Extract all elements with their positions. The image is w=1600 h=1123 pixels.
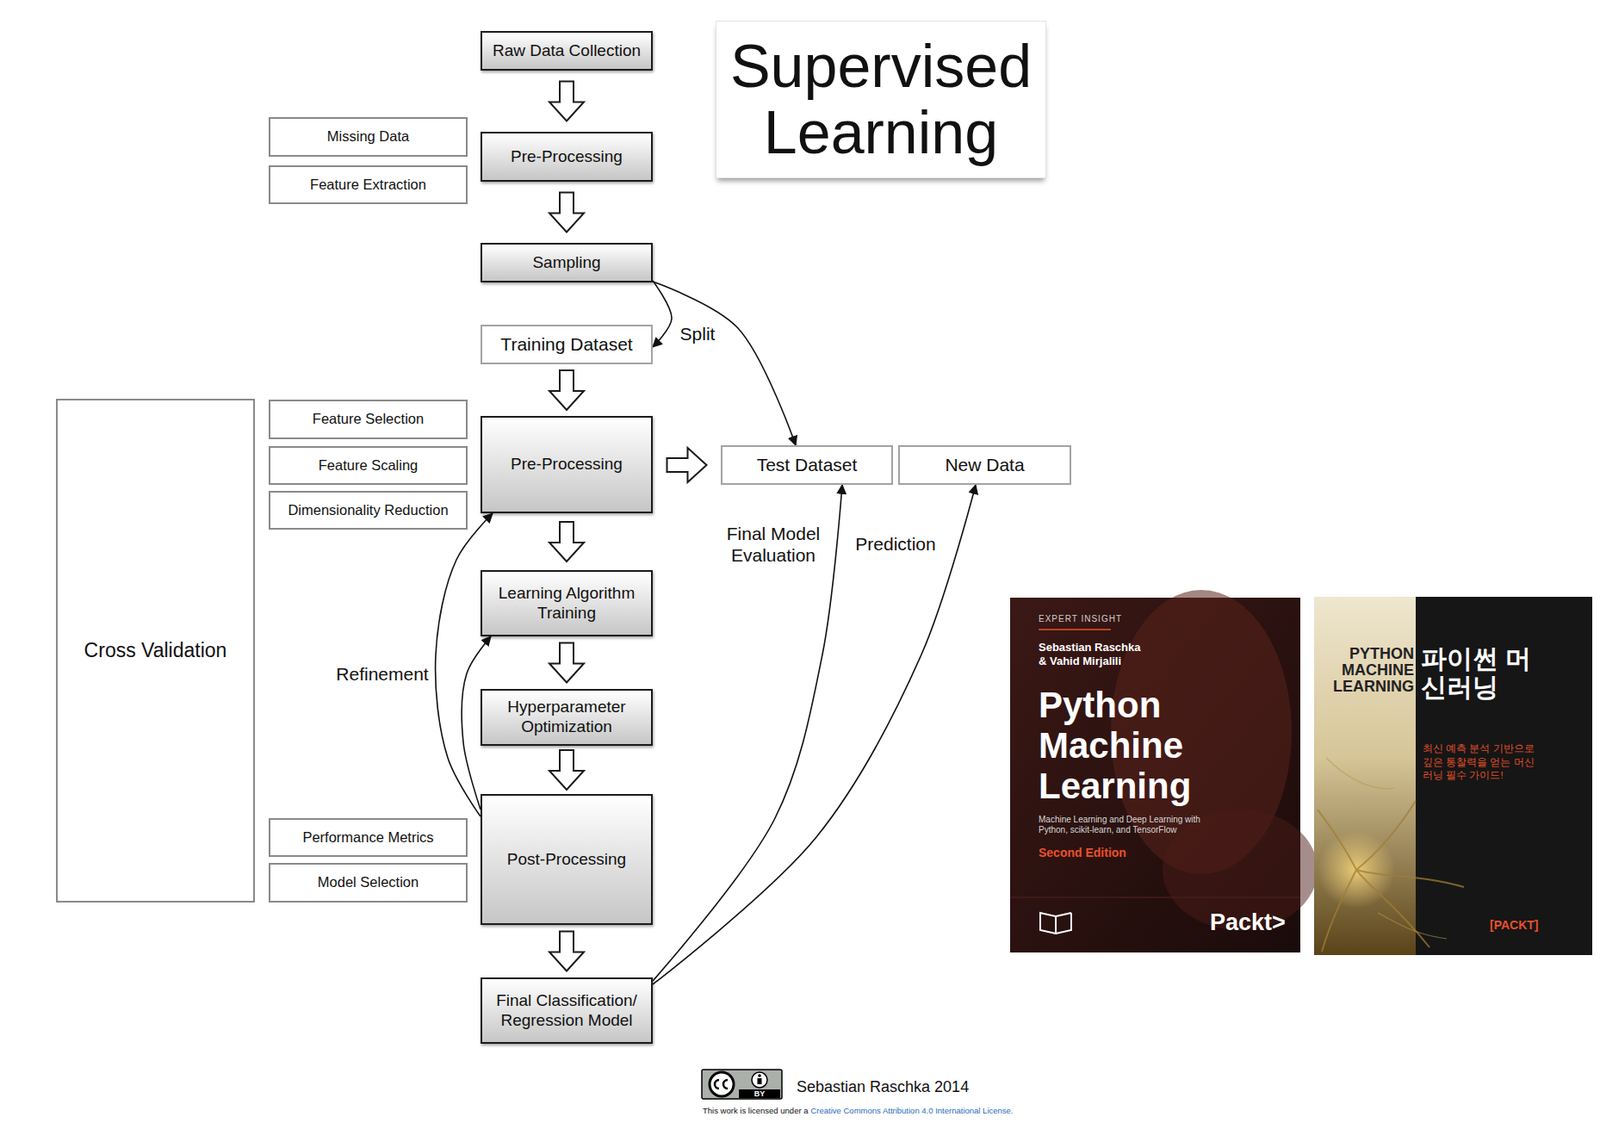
cover-blurb: 최신 예측 분석 기반으로 깊은 통찰력을 얻는 머신러닝 필수 가이드!	[1422, 742, 1544, 783]
box-label: Test Dataset	[756, 453, 858, 476]
flow-arrow	[549, 81, 584, 122]
license-link: Creative Commons Attribution 4.0 Interna…	[811, 1105, 1014, 1116]
cross-validation-band: Cross Validation	[55, 398, 255, 903]
flow-arrow	[667, 447, 707, 483]
edge-label: Refinement	[333, 663, 431, 685]
cover-edition: Second Edition	[1038, 845, 1127, 861]
cc-mark	[714, 1079, 728, 1089]
box-label: Pre-Processing	[510, 147, 623, 168]
box-label: Training Dataset	[500, 333, 633, 355]
title-text: Supervised Learning	[728, 33, 1034, 167]
annotation-box: Feature Scaling	[268, 446, 468, 485]
box-label: Dimensionality Reduction	[287, 502, 448, 520]
cover-title: Python Machine Learning	[1038, 684, 1237, 807]
box-label: New Data	[944, 453, 1024, 476]
box-label: Feature Scaling	[318, 457, 419, 475]
process-box: Post-Processing	[480, 793, 653, 925]
process-box: Sampling	[480, 242, 653, 283]
cc-badge	[701, 1069, 782, 1099]
book-cover-korean	[1314, 596, 1593, 956]
flow-arrow	[549, 750, 584, 790]
flow-arrow	[549, 192, 584, 233]
license-text: This work is licensed under a	[702, 1105, 809, 1116]
annotation-box: Feature Selection	[268, 399, 468, 440]
annotation-box: Performance Metrics	[268, 818, 468, 857]
book-icon	[1040, 912, 1072, 934]
process-box: Raw Data Collection	[480, 31, 653, 71]
publisher-logo: Packt>	[1209, 908, 1286, 937]
flow-arrow	[549, 931, 584, 972]
curved-arrow	[652, 484, 976, 985]
credit-line: Sebastian Raschka 2014	[796, 1078, 969, 1098]
process-box: Learning Algorithm Training	[480, 570, 653, 637]
neuron-lines	[1326, 757, 1447, 939]
dataset-box: Training Dataset	[480, 324, 653, 365]
annotation-box: Model Selection	[268, 862, 468, 903]
box-label: Cross Validation	[84, 638, 228, 664]
box-label: Performance Metrics	[302, 829, 434, 847]
cover-picture	[1314, 596, 1416, 956]
cover-tagline: EXPERT INSIGHT	[1038, 613, 1123, 625]
title-box: Supervised Learning	[715, 20, 1047, 179]
box-label: Missing Data	[327, 128, 410, 146]
badge-ground	[701, 1069, 782, 1099]
flow-arrow	[549, 643, 584, 683]
box-label: Learning Algorithm Training	[490, 583, 643, 624]
publisher-logo: [PACKT]	[1489, 917, 1539, 933]
annotation-box: Feature Extraction	[268, 165, 468, 205]
box-label: Feature Extraction	[310, 176, 427, 194]
edge-label: Final Model Evaluation	[714, 522, 832, 566]
box-label: Sampling	[532, 253, 601, 273]
dataset-box: New Data	[898, 445, 1072, 485]
cover-subtitle: Machine Learning and Deep Learning with …	[1038, 814, 1224, 836]
by-person	[757, 1078, 763, 1085]
curved-arrow	[652, 280, 672, 348]
box-label: Final Classification/ Regression Model	[490, 991, 643, 1031]
cover-rule	[1010, 897, 1301, 899]
process-box: Pre-Processing	[480, 131, 653, 182]
cover-ground	[1314, 596, 1593, 956]
box-label: Raw Data Collection	[492, 41, 641, 62]
box-label: Feature Selection	[312, 410, 424, 428]
badge-text: BY	[738, 1089, 781, 1099]
box-label: Model Selection	[317, 874, 419, 892]
neuron-lines	[1317, 800, 1464, 952]
edge-label: Prediction	[852, 533, 938, 555]
box-label: Pre-Processing	[510, 454, 623, 475]
process-box: Final Classification/ Regression Model	[480, 977, 653, 1044]
by-person	[757, 1073, 762, 1078]
box-label: Hyperparameter Optimization	[490, 697, 643, 738]
process-box: Pre-Processing	[480, 415, 653, 514]
curved-arrow	[435, 513, 493, 817]
cover-authors: Sebastian Raschka & Vahid Mirjalili	[1038, 640, 1146, 668]
badge-strip	[738, 1089, 781, 1098]
by-circle	[751, 1072, 768, 1088]
annotation-box: Dimensionality Reduction	[268, 490, 468, 530]
process-box: Hyperparameter Optimization	[480, 688, 653, 746]
curved-arrow	[652, 281, 796, 446]
flow-arrow	[549, 521, 584, 562]
book-cover-english	[1010, 589, 1318, 953]
cover-title-korean: 파이썬 머신러닝	[1420, 644, 1533, 701]
cc-circle	[709, 1072, 734, 1097]
annotation-box: Missing Data	[268, 117, 468, 157]
cover-title: PYTHON MACHINE LEARNING	[1319, 645, 1414, 695]
edge-label: Split	[677, 322, 719, 345]
dataset-box: Test Dataset	[720, 445, 894, 485]
box-label: Post-Processing	[507, 849, 627, 870]
flow-arrow	[549, 370, 584, 410]
cover-rule	[1038, 628, 1111, 631]
